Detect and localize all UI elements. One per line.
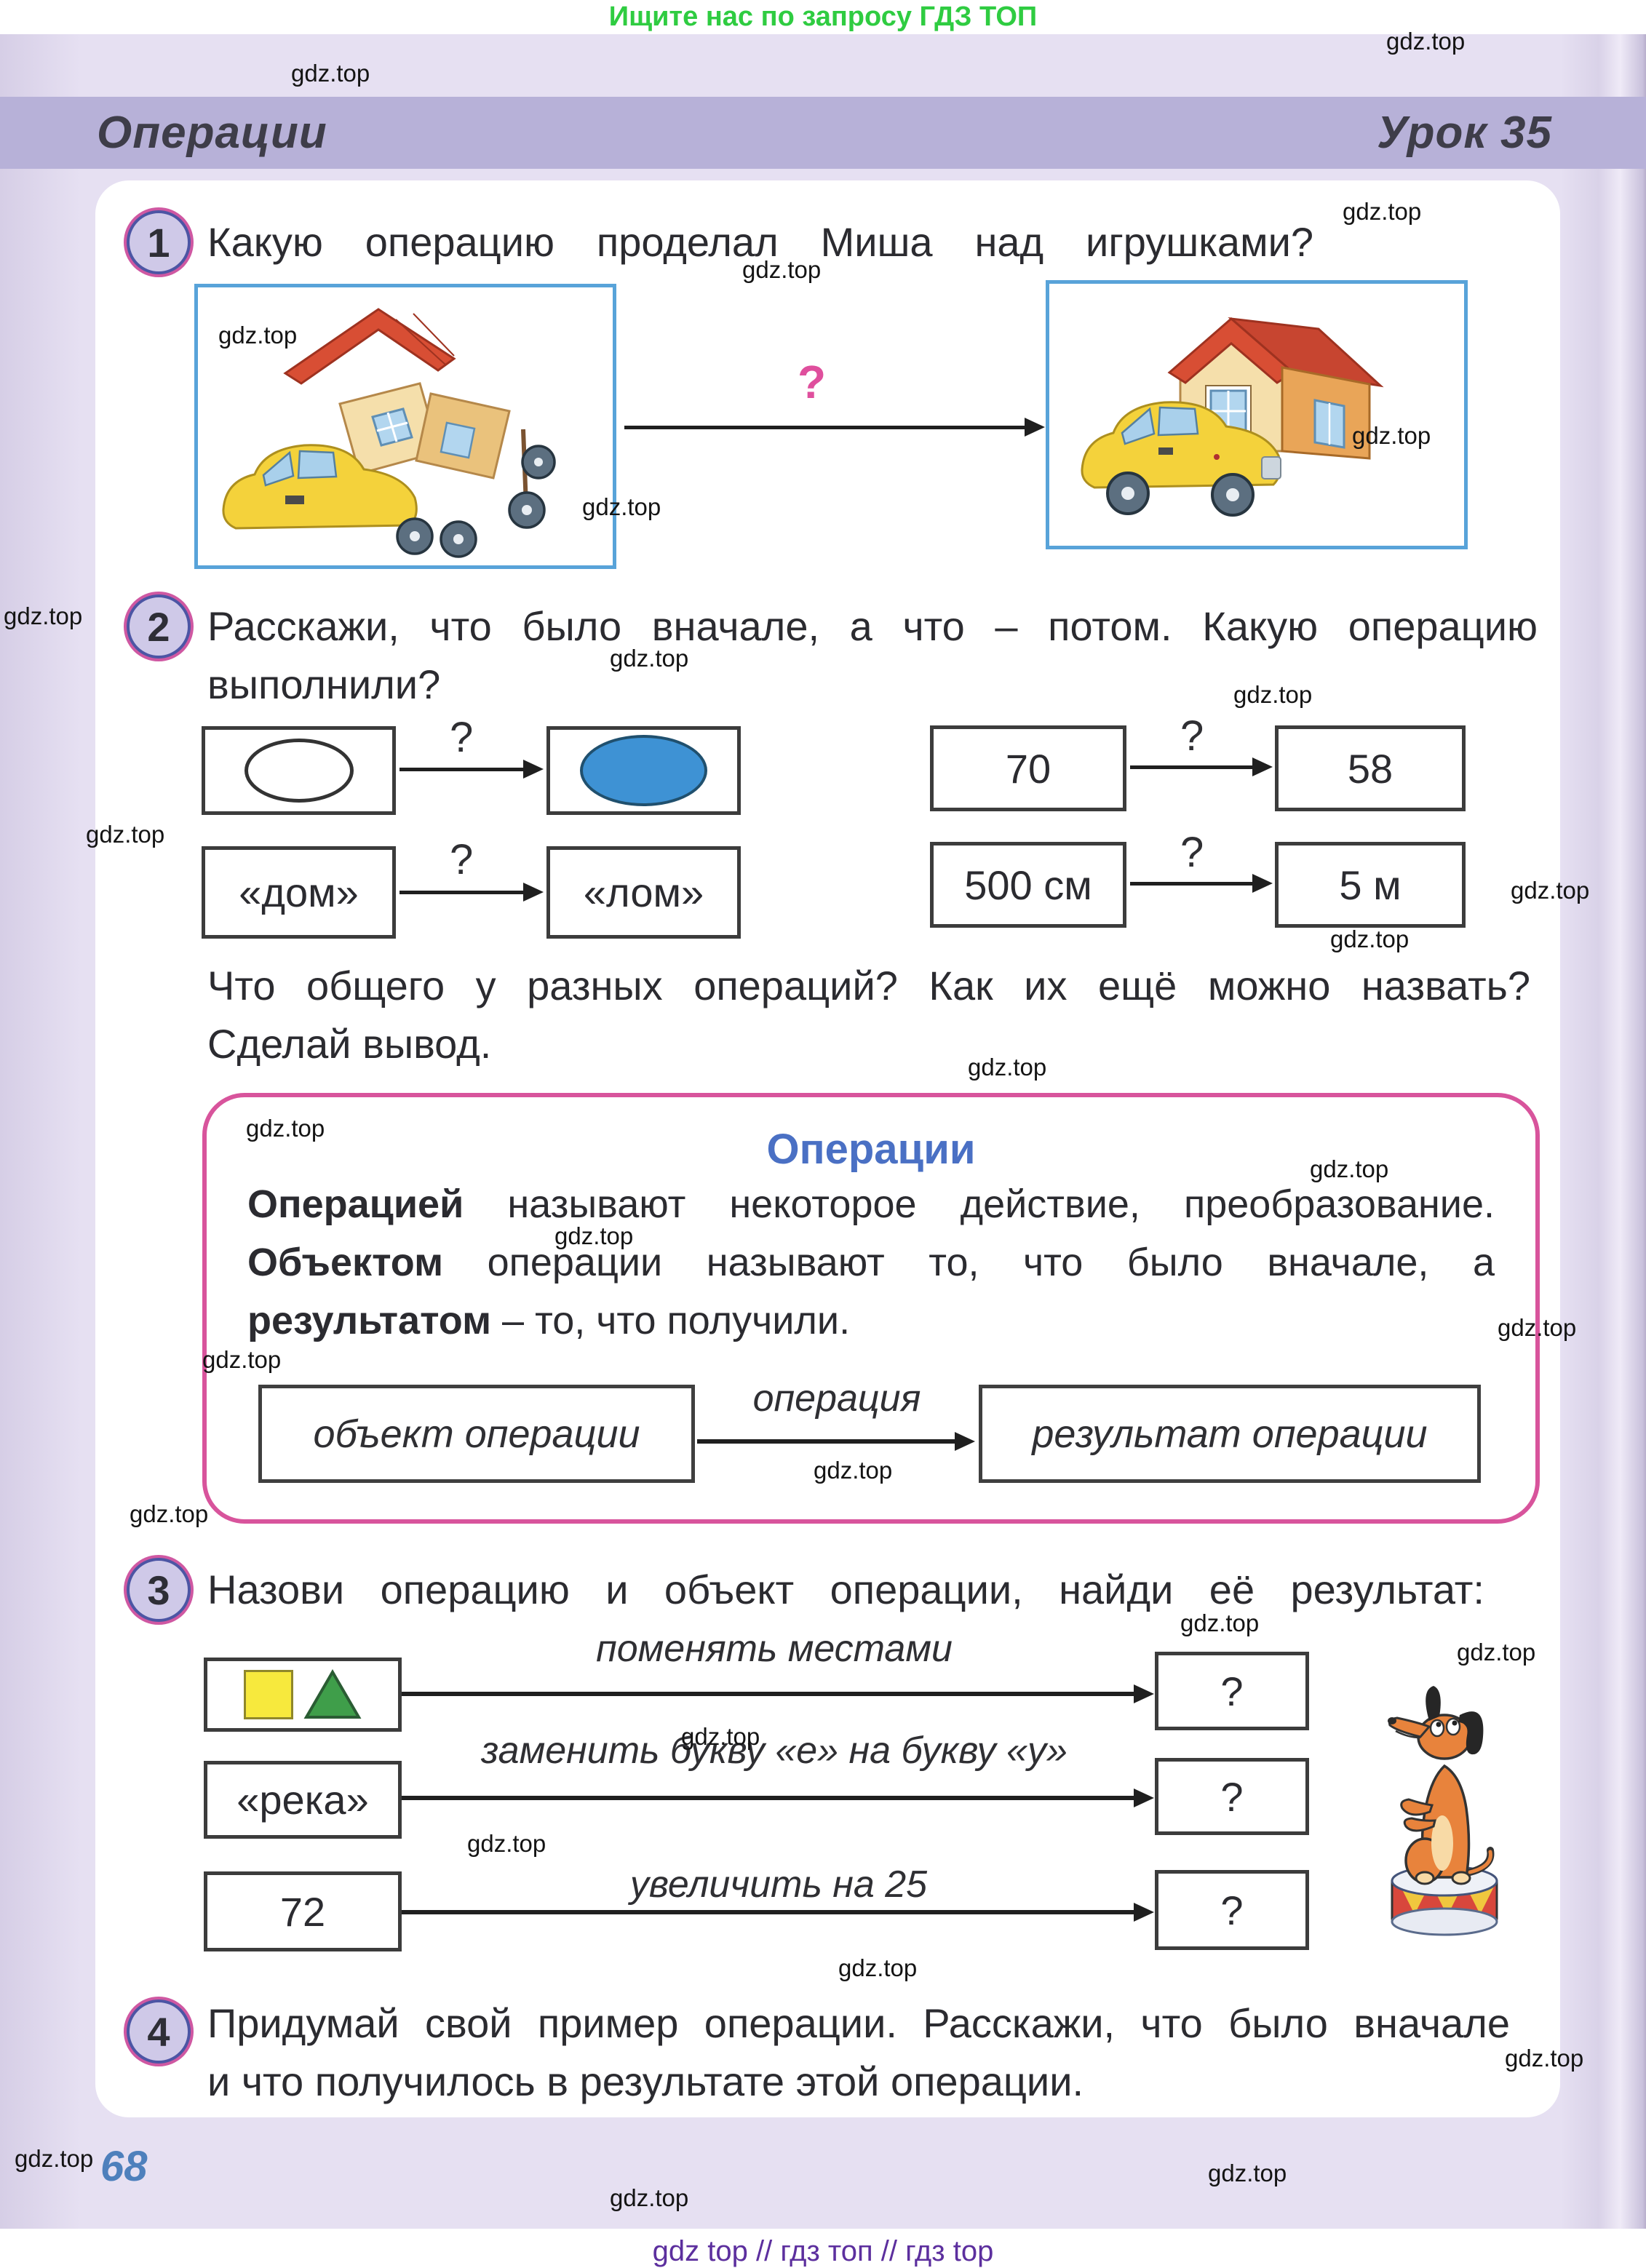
task3-row2-arrow-head	[1134, 1788, 1154, 1807]
top-banner: Ищите нас по запросу ГДЗ ТОП	[608, 1, 1038, 32]
rule-line-2-rest: операции называют то, что было вначале, …	[443, 1241, 1495, 1284]
rule-line-3-term: результатом	[247, 1299, 492, 1342]
task3-row2-arrow	[402, 1796, 1134, 1800]
task2-pair3-question: ?	[1180, 712, 1204, 760]
task2-pair3-arrow-head	[1252, 757, 1273, 776]
task1-text: Какую операцию проделал Миша над игрушка…	[207, 219, 1313, 265]
task2-number-badge: 2	[127, 594, 191, 658]
footer-banner: gdz top // гдз топ // гдз top	[652, 2235, 994, 2267]
right-page-edge	[1560, 34, 1646, 2229]
yellow-square-icon	[244, 1670, 293, 1719]
task3-row1-result-box: ?	[1155, 1652, 1309, 1730]
task2-pair2-arrow-head	[523, 883, 544, 902]
green-triangle-icon	[303, 1669, 362, 1719]
task2-text-line2: выполнили?	[207, 661, 441, 707]
task4-text-line1: Придумай свой пример операции. Расскажи,…	[207, 2000, 1510, 2046]
diagram-source-box: объект операции	[258, 1385, 695, 1483]
task2-pair2-result-box: «лом»	[546, 846, 741, 939]
assembled-toys-illustration	[1081, 317, 1384, 517]
rule-line-2: Объектом операции называют то, что было …	[247, 1238, 1495, 1286]
task2-pair1-question: ?	[450, 714, 474, 761]
task3-row1-operation-label: поменять местами	[596, 1628, 953, 1670]
task2-pair4-arrow-head	[1252, 874, 1273, 893]
task1-arrow	[624, 426, 1025, 429]
section-title: Операции	[97, 108, 327, 158]
diagram-result-box: результат операции	[979, 1385, 1481, 1483]
task3-row3-result-box: ?	[1155, 1870, 1309, 1950]
task2-followup-line2: Сделай вывод.	[207, 1021, 492, 1067]
page-number: 68	[100, 2143, 148, 2190]
task2-pair1-source-box	[202, 726, 396, 815]
diagram-operation-label: операция	[752, 1377, 921, 1420]
rule-line-1: Операцией называют некоторое действие, п…	[247, 1180, 1495, 1228]
task1-number-badge: 1	[127, 210, 191, 274]
task1-question-mark: ?	[798, 356, 827, 408]
task2-pair4-result-box: 5 м	[1275, 842, 1466, 928]
task3-row1-arrow-head	[1134, 1684, 1154, 1703]
task2-pair3-source-box: 70	[930, 725, 1126, 811]
bottom-white-strip	[0, 2229, 1646, 2268]
task2-pair1-arrow	[399, 768, 523, 771]
task3-row3-source-box: 72	[204, 1871, 402, 1951]
task2-pair1-result-box	[546, 726, 741, 815]
task3-row2-operation-label: заменить букву «е» на букву «у»	[481, 1730, 1067, 1772]
task4-text-line2: и что получилось в результате этой опера…	[207, 2058, 1084, 2104]
white-oval-icon	[244, 739, 354, 803]
left-page-gutter	[0, 34, 95, 2229]
task2-pair2-arrow	[399, 891, 523, 894]
task3-row1-source-box	[204, 1658, 402, 1732]
task2-pair2-source-box: «дом»	[202, 846, 396, 939]
disassembled-toys-illustration	[222, 308, 556, 558]
task4-number-badge: 4	[127, 2000, 191, 2064]
task3-row3-operation-label: увеличить на 25	[629, 1863, 928, 1906]
task3-text: Назови операцию и объект операции, найди…	[207, 1567, 1484, 1612]
task2-pair1-arrow-head	[523, 760, 544, 779]
rule-line-1-rest: называют некоторое действие, преобразова…	[464, 1182, 1495, 1226]
blue-oval-icon	[580, 735, 707, 806]
lesson-label: Урок 35	[1377, 108, 1552, 158]
task3-row3-arrow-head	[1134, 1903, 1154, 1922]
task2-pair2-question: ?	[450, 836, 474, 883]
task2-pair4-arrow	[1130, 882, 1252, 886]
task2-pair4-source-box: 500 см	[930, 842, 1126, 928]
circus-dog-icon	[1388, 1686, 1498, 1936]
diagram-arrow-head	[955, 1432, 975, 1451]
task1-arrow-head	[1025, 418, 1045, 437]
header-band	[0, 97, 1646, 169]
rule-line-3-rest: – то, что получили.	[491, 1299, 851, 1342]
task3-row2-result-box: ?	[1155, 1758, 1309, 1835]
diagram-arrow	[697, 1439, 955, 1444]
task2-text-line1: Расскажи, что было вначале, а что – пото…	[207, 603, 1538, 649]
rule-line-2-term: Объектом	[247, 1241, 444, 1284]
task2-pair3-result-box: 58	[1275, 725, 1466, 811]
task1-before-picture-box	[194, 284, 616, 569]
task2-pair4-question: ?	[1180, 829, 1204, 876]
task1-after-picture-box	[1046, 280, 1468, 549]
rule-box-title: Операции	[766, 1126, 976, 1173]
task2-pair3-arrow	[1130, 765, 1252, 769]
task3-number-badge: 3	[127, 1558, 191, 1622]
task3-row1-arrow	[402, 1692, 1134, 1696]
task3-row2-source-box: «река»	[204, 1761, 402, 1839]
task2-followup-line1: Что общего у разных операций? Как их ещё…	[207, 963, 1530, 1008]
circus-dog-illustration	[1368, 1670, 1521, 1950]
rule-line-3: результатом – то, что получили.	[247, 1297, 1495, 1345]
task3-row3-arrow	[402, 1910, 1134, 1914]
rule-line-1-term: Операцией	[247, 1182, 464, 1226]
